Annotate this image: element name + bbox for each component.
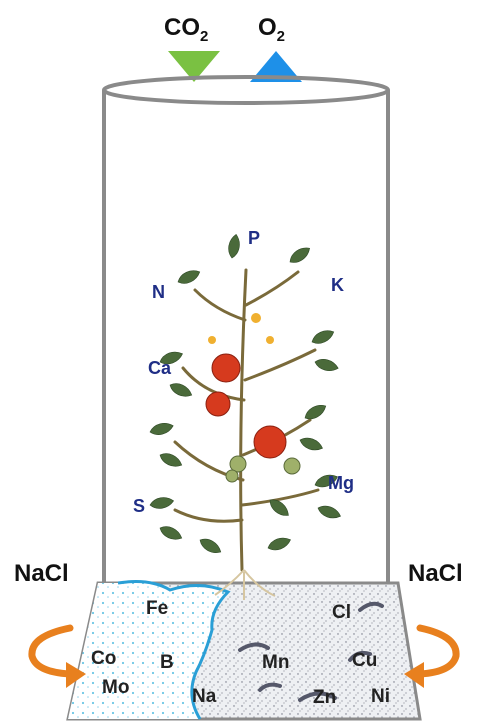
tomato-plant	[149, 233, 343, 600]
soil-element-cu: Cu	[352, 650, 377, 672]
nutrient-ca: Ca	[148, 358, 171, 379]
nutrient-s: S	[133, 496, 145, 517]
rotation-arrow-left	[32, 628, 70, 674]
soil-element-cl: Cl	[332, 602, 351, 624]
soil-element-zn: Zn	[313, 687, 336, 709]
soil-element-fe: Fe	[146, 598, 168, 620]
soil-element-ni: Ni	[371, 686, 390, 708]
soil-element-co: Co	[91, 648, 116, 670]
rotation-arrow-right	[420, 628, 456, 674]
nutrient-mg: Mg	[328, 473, 354, 494]
growth-cylinder	[104, 77, 388, 588]
nutrient-n: N	[152, 282, 165, 303]
nutrient-k: K	[331, 275, 344, 296]
nacl-label-right: NaCl	[408, 560, 463, 588]
soil-element-na: Na	[192, 686, 216, 708]
nutrient-p: P	[248, 228, 260, 249]
nacl-label-left: NaCl	[14, 560, 69, 588]
soil-element-mo: Mo	[102, 677, 129, 699]
soil-element-b: B	[160, 652, 174, 674]
soil-element-mn: Mn	[262, 652, 289, 674]
co2-label: CO2	[164, 14, 208, 45]
o2-label: O2	[258, 14, 285, 45]
